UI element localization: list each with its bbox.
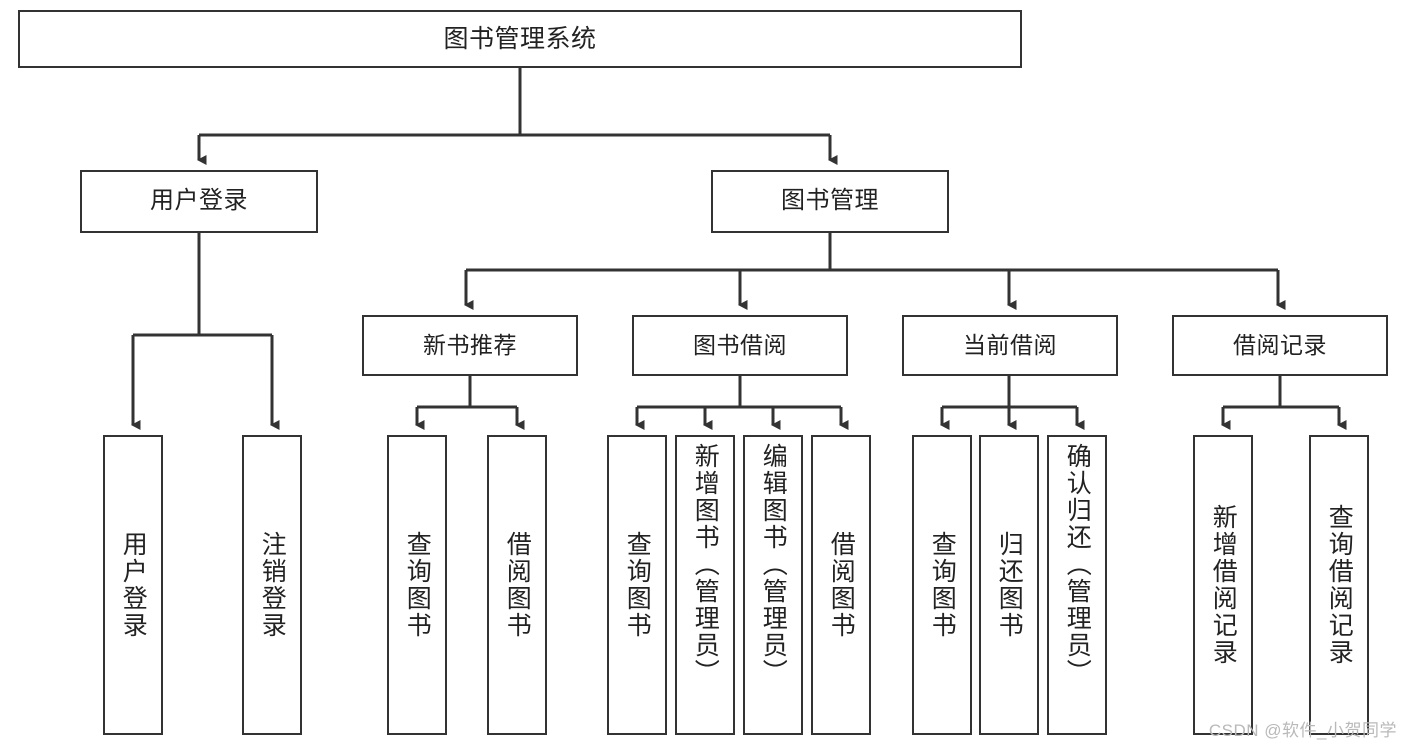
node-label: 用户登录 xyxy=(119,531,148,639)
node-label: 图书借阅 xyxy=(693,331,787,358)
leaf-return-book[interactable]: 归还图书 xyxy=(979,435,1039,735)
node-label: 借阅图书 xyxy=(827,531,856,639)
node-label: 查询图书 xyxy=(623,531,652,639)
node-label: 新增借阅记录 xyxy=(1209,504,1238,666)
node-label: 确认归还（管理员） xyxy=(1063,443,1092,686)
leaf-borrow-book-recommend[interactable]: 借阅图书 xyxy=(487,435,547,735)
node-label: 查询图书 xyxy=(403,531,432,639)
leaf-query-book-borrow[interactable]: 查询图书 xyxy=(607,435,667,735)
node-label: 注销登录 xyxy=(258,531,287,639)
watermark-text: CSDN @软件_小贺同学 xyxy=(1208,721,1397,740)
leaf-user-login[interactable]: 用户登录 xyxy=(103,435,163,735)
node-label: 当前借阅 xyxy=(963,331,1057,358)
leaf-query-borrow-record[interactable]: 查询借阅记录 xyxy=(1309,435,1369,735)
node-book-borrow[interactable]: 图书借阅 xyxy=(632,315,848,376)
leaf-logout[interactable]: 注销登录 xyxy=(242,435,302,735)
leaf-borrow-book[interactable]: 借阅图书 xyxy=(811,435,871,735)
leaf-edit-book-admin[interactable]: 编辑图书（管理员） xyxy=(743,435,803,735)
node-new-book-recommend[interactable]: 新书推荐 xyxy=(362,315,578,376)
node-label: 用户登录 xyxy=(150,187,248,215)
node-label: 图书管理系统 xyxy=(443,25,597,53)
leaf-confirm-return-admin[interactable]: 确认归还（管理员） xyxy=(1047,435,1107,735)
node-label: 图书管理 xyxy=(781,187,879,215)
node-current-borrow[interactable]: 当前借阅 xyxy=(902,315,1118,376)
node-label: 查询图书 xyxy=(928,531,957,639)
node-label: 归还图书 xyxy=(995,531,1024,639)
node-label: 新增图书（管理员） xyxy=(691,443,720,686)
leaf-query-book-recommend[interactable]: 查询图书 xyxy=(387,435,447,735)
node-label: 新书推荐 xyxy=(423,331,517,358)
node-book-management[interactable]: 图书管理 xyxy=(711,170,949,233)
leaf-add-borrow-record[interactable]: 新增借阅记录 xyxy=(1193,435,1253,735)
leaf-add-book-admin[interactable]: 新增图书（管理员） xyxy=(675,435,735,735)
node-label: 查询借阅记录 xyxy=(1325,504,1354,666)
node-label: 编辑图书（管理员） xyxy=(759,443,788,686)
node-root-system[interactable]: 图书管理系统 xyxy=(18,10,1022,68)
node-borrow-record[interactable]: 借阅记录 xyxy=(1172,315,1388,376)
node-user-login[interactable]: 用户登录 xyxy=(80,170,318,233)
node-label: 借阅记录 xyxy=(1233,331,1327,358)
node-label: 借阅图书 xyxy=(503,531,532,639)
leaf-query-book-current[interactable]: 查询图书 xyxy=(912,435,972,735)
